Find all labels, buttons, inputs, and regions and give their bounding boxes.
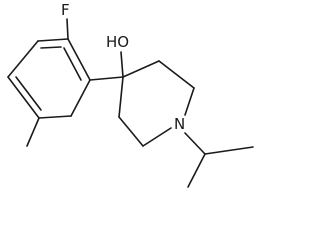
c-f-bond bbox=[66, 18, 69, 40]
ring-bond bbox=[70, 79, 91, 117]
chemical-structure-diagram: F HO N bbox=[7, 1, 254, 188]
c-oh-bond bbox=[120, 51, 124, 78]
benzene-ring bbox=[7, 38, 91, 119]
ring-bond bbox=[7, 40, 39, 78]
nitrogen-atom-label: N bbox=[174, 115, 185, 133]
fluorine-atom-label: F bbox=[61, 1, 70, 19]
ring-bond-double bbox=[40, 46, 62, 49]
ring-bond bbox=[142, 127, 172, 147]
ring-bond bbox=[184, 87, 195, 116]
isopropyl-branch-bond bbox=[187, 153, 206, 188]
hydroxyl-group-label: HO bbox=[106, 33, 129, 51]
piperidine-ring bbox=[118, 60, 195, 147]
ring-bond bbox=[158, 60, 195, 89]
ring-bond-double bbox=[15, 76, 42, 111]
isopropyl-branch-bond bbox=[204, 146, 254, 155]
ring-bond bbox=[38, 115, 72, 119]
aryl-piperidine-bond bbox=[89, 76, 124, 81]
ring-bond bbox=[67, 38, 91, 81]
ring-bond bbox=[118, 116, 144, 147]
ring-bond bbox=[122, 60, 160, 78]
ring-bond bbox=[118, 76, 124, 118]
methyl-bond bbox=[26, 117, 40, 147]
ring-bond-double bbox=[63, 47, 82, 81]
n-isopropyl-bond bbox=[184, 132, 206, 155]
ring-bond bbox=[7, 76, 40, 119]
isopropyl-group bbox=[184, 132, 254, 188]
ring-bond bbox=[37, 38, 69, 42]
